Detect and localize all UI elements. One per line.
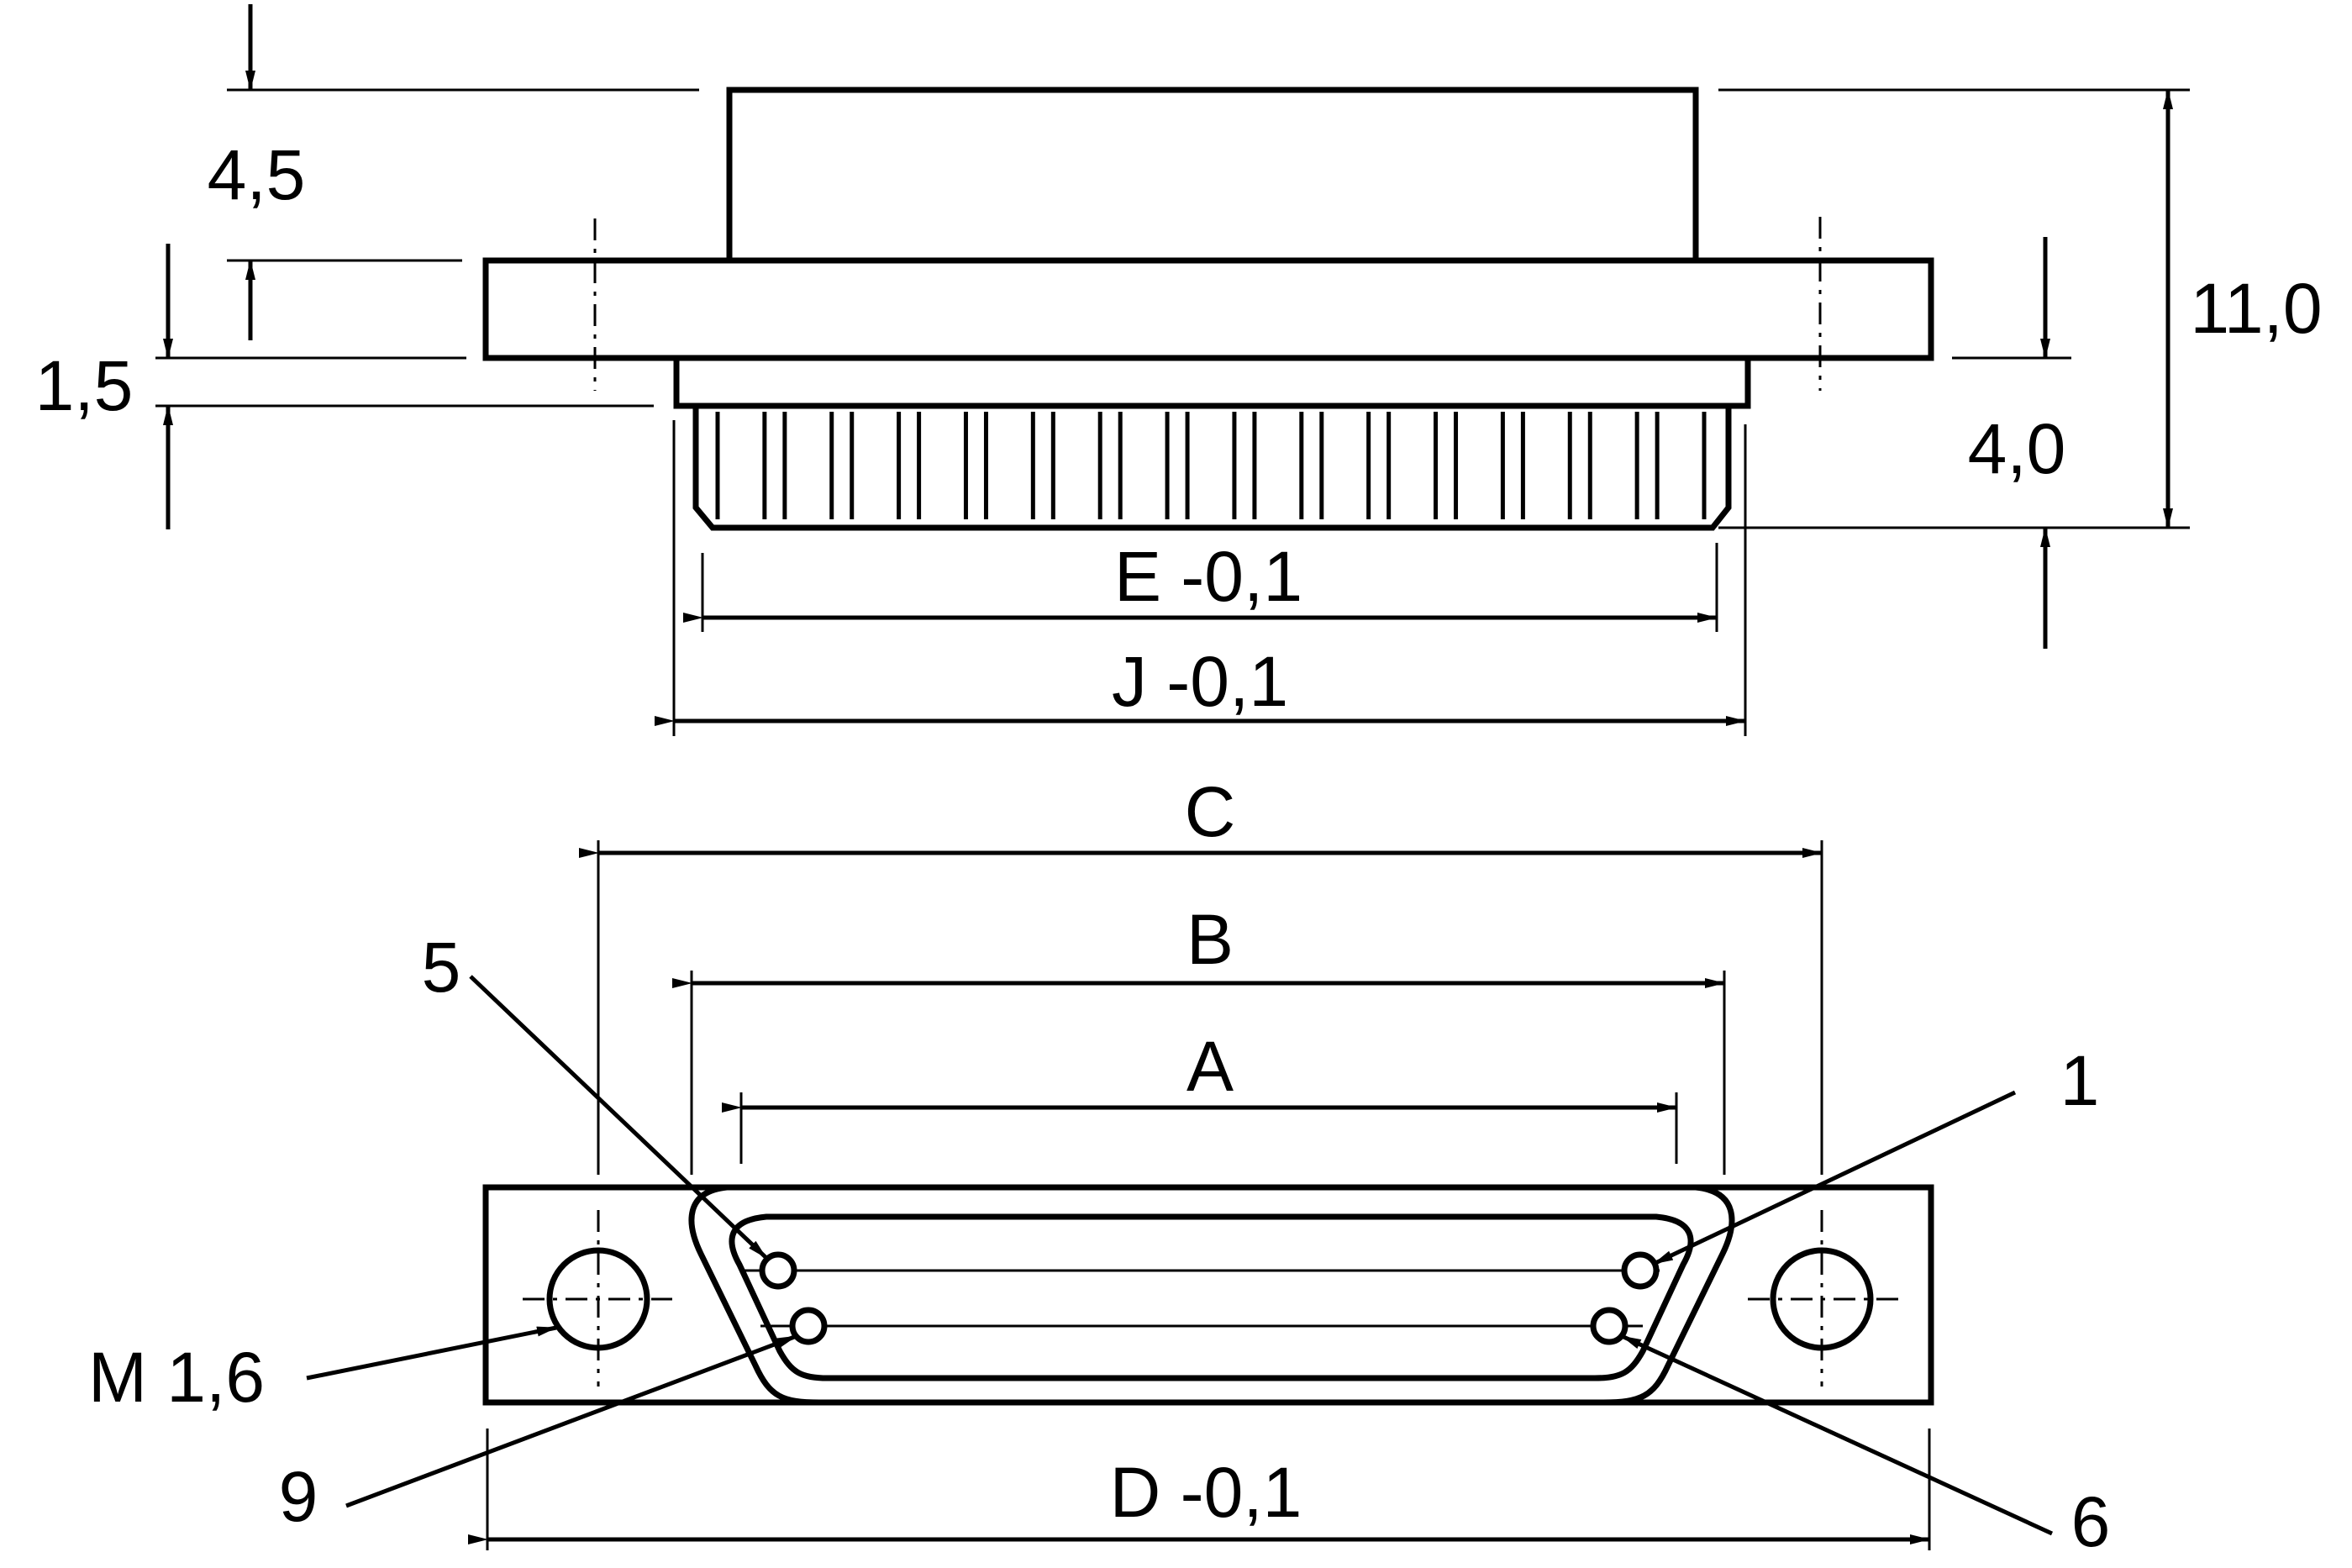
pin-terminals (715, 412, 1707, 519)
shell-top (726, 87, 1699, 264)
label-a: A (1187, 1027, 1234, 1106)
mounting-flange-side (482, 257, 1934, 361)
leader-pin-9 (345, 1334, 797, 1508)
label-d: D -0,1 (1110, 1453, 1302, 1532)
leader-thread (306, 1325, 557, 1381)
side-view: 4,5 1,5 11,0 4,0 E -0,1 J -0,1 (35, 4, 2323, 736)
label-b: B (1187, 900, 1234, 979)
label-e: E -0,1 (1114, 537, 1302, 616)
label-1-5: 1,5 (35, 346, 134, 425)
pin-6 (1590, 1307, 1629, 1345)
pin-block (692, 406, 1732, 531)
d-sub-shell-inner (729, 1213, 1694, 1381)
insulator-base (673, 355, 1751, 409)
pin-1 (1621, 1251, 1660, 1290)
label-c: C (1185, 772, 1236, 851)
label-pin-9: 9 (279, 1457, 318, 1536)
label-pin-1: 1 (2060, 1041, 2100, 1120)
label-4-5: 4,5 (208, 135, 306, 214)
label-4-0: 4,0 (1968, 409, 2066, 488)
leader-pin-6 (1620, 1334, 2054, 1536)
pin-5 (759, 1251, 797, 1290)
label-pin-5: 5 (422, 928, 461, 1007)
d-sub-shell-outer (688, 1184, 1735, 1406)
leader-pin-5 (469, 975, 768, 1260)
pin-9 (789, 1307, 828, 1345)
label-thread: M 1,6 (88, 1338, 265, 1417)
label-pin-6: 6 (2071, 1482, 2111, 1561)
label-j: J -0,1 (1112, 642, 1288, 721)
leader-pin-1 (1652, 1090, 2017, 1266)
label-11-0: 11,0 (2190, 269, 2322, 348)
front-view: C B A D -0,1 M 1,6 5 1 9 6 (88, 772, 2110, 1561)
